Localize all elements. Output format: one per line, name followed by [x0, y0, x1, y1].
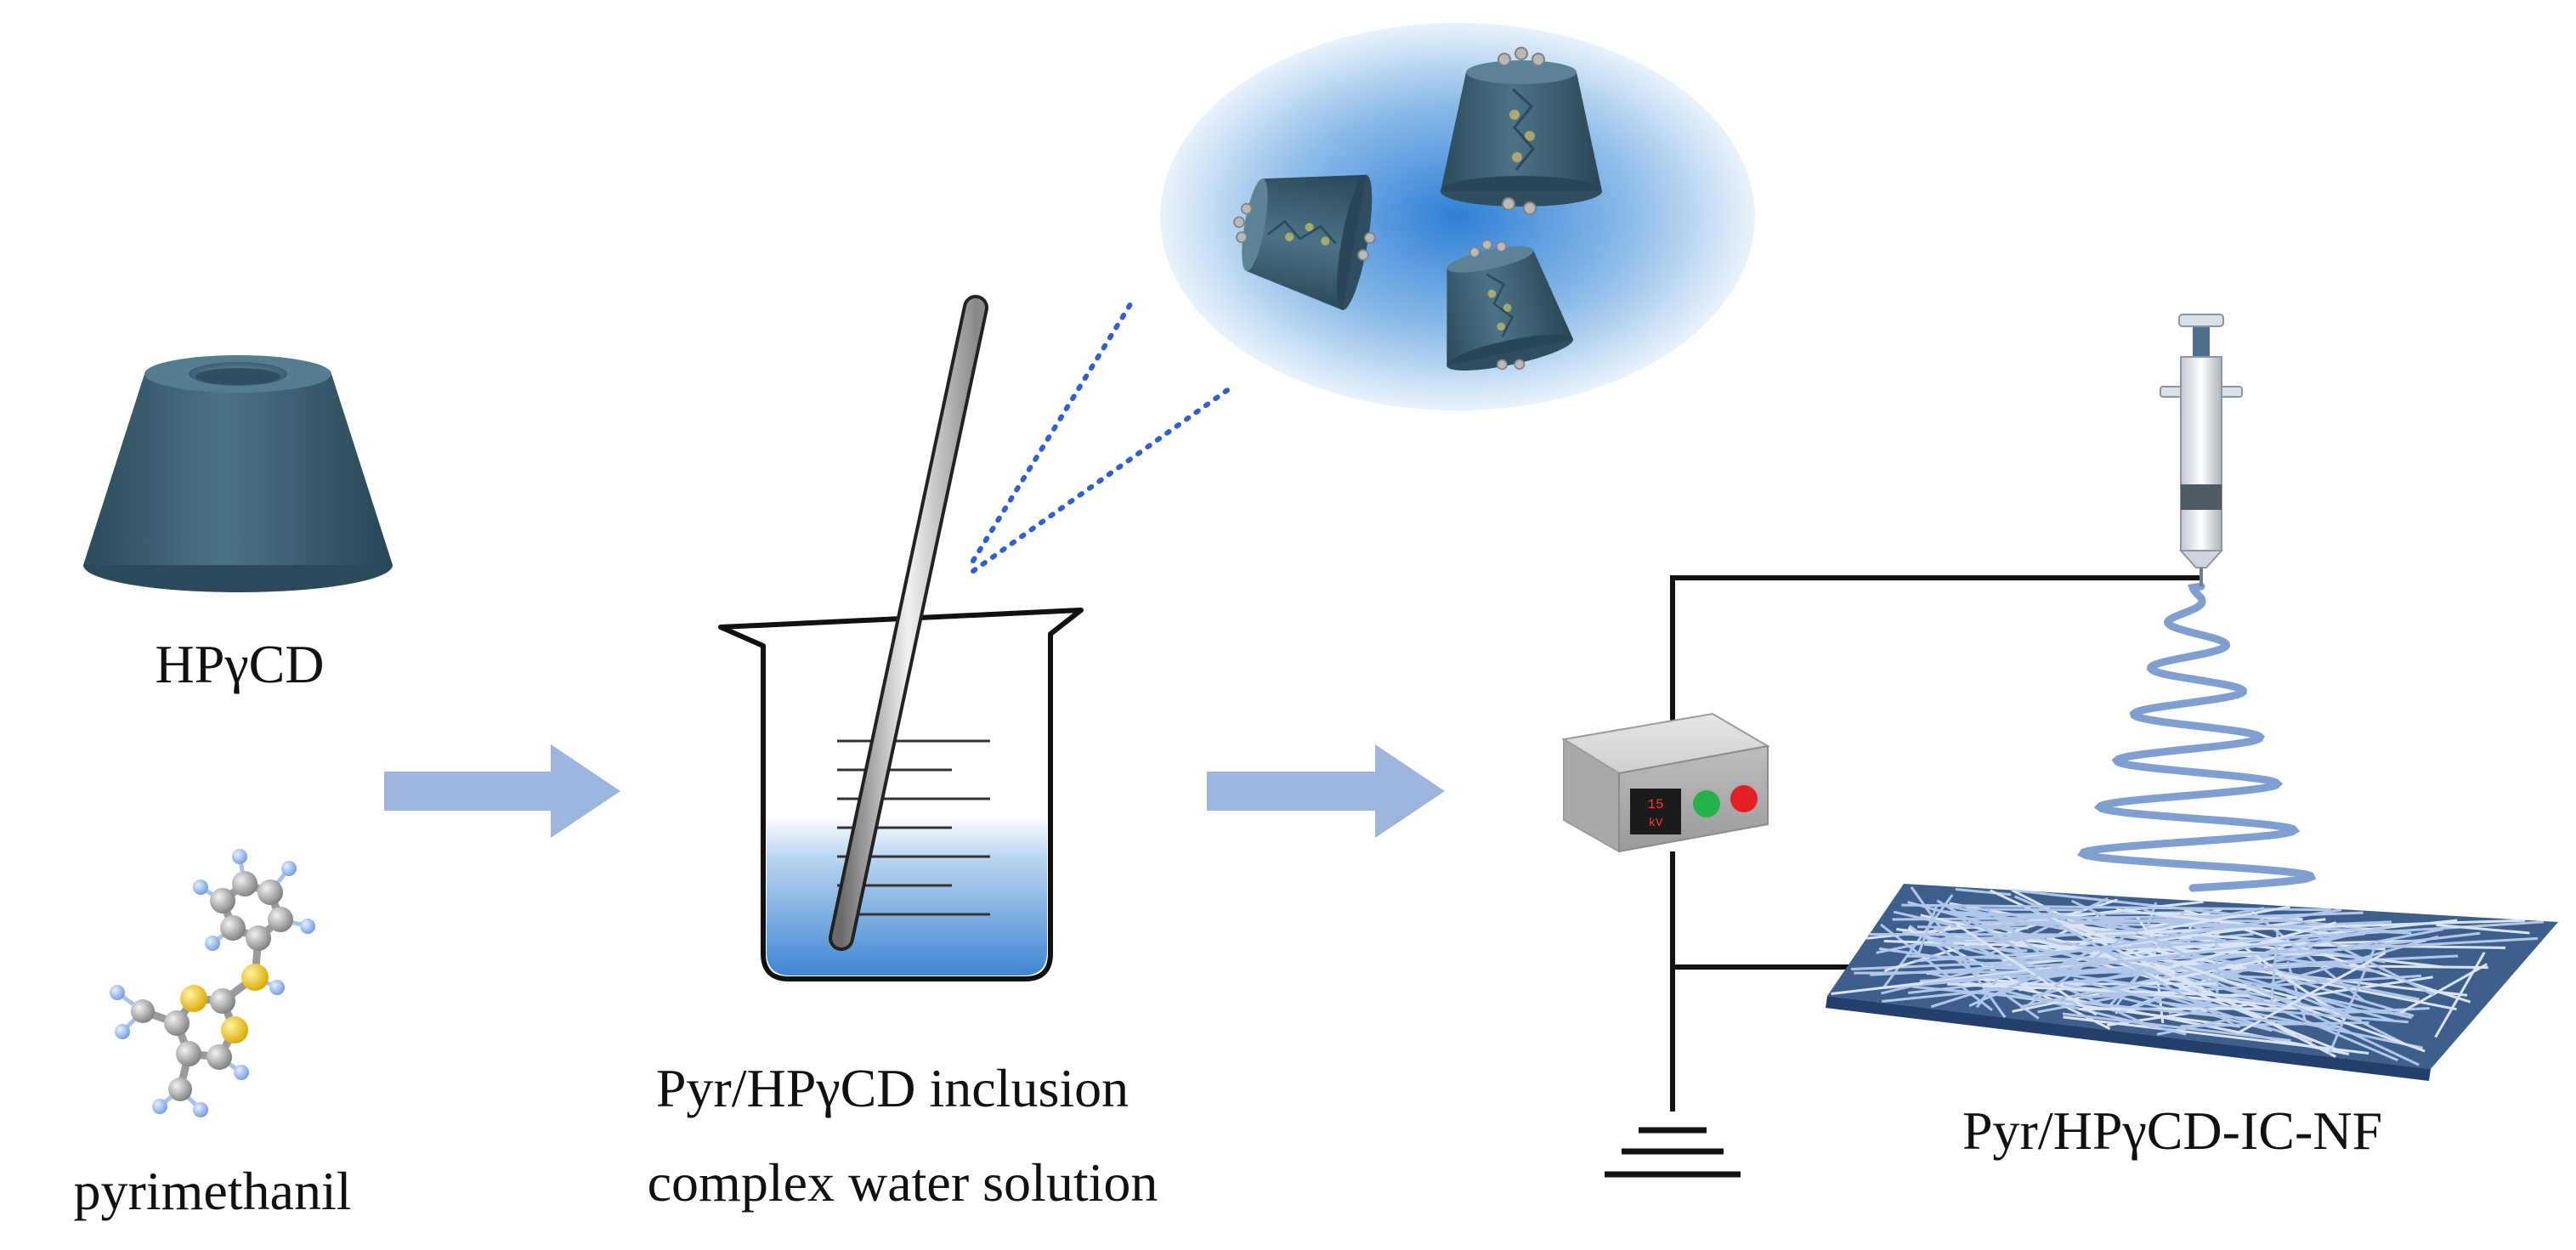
- solution-label-line-1: Pyr/HPγCD inclusion: [656, 1058, 1129, 1118]
- pyrimethanil-molecule-icon: [110, 849, 315, 1117]
- fiber-strand: [2032, 966, 2154, 998]
- fiber-strand: [2078, 1007, 2299, 1010]
- fiber-strand: [2032, 908, 2239, 1028]
- fiber-strand: [1914, 920, 2545, 963]
- fiber-strand: [1936, 899, 2024, 953]
- fiber-strand: [1923, 942, 2028, 953]
- fiber-strand: [2116, 908, 2335, 936]
- fiber-strand: [2062, 1012, 2291, 1042]
- host-label: HPγCD: [156, 634, 325, 694]
- voltage-display-value: 15: [1647, 797, 1663, 812]
- power-off-button: [1730, 785, 1758, 812]
- fiber-strand: [2212, 960, 2364, 975]
- cyclodextrin-cone-icon: [83, 355, 393, 592]
- fiber-strand: [2021, 929, 2135, 1010]
- fiber-strand: [2137, 905, 2290, 935]
- fiber-strand: [1893, 910, 1957, 928]
- fiber-strand: [2047, 912, 2116, 930]
- fiber-strand: [1983, 908, 2342, 967]
- inclusion-complex-zoom-bubble: [1160, 23, 1755, 410]
- fiber-strand: [2073, 977, 2273, 1032]
- fiber-strand: [1901, 903, 2331, 912]
- ground-icon: [1605, 1127, 1741, 1178]
- stirring-rod-icon: [829, 295, 988, 951]
- process-arrow-2-icon: [1207, 744, 1445, 838]
- product-label: Pyr/HPγCD-IC-NF: [1962, 1100, 2382, 1161]
- fiber-strand: [1956, 923, 2098, 1016]
- fiber-strand: [1962, 911, 2364, 928]
- fiber-strand: [1985, 908, 2041, 955]
- fiber-strand: [1870, 936, 2539, 976]
- fiber-strand: [1906, 954, 2071, 961]
- fiber-strand: [1922, 932, 2365, 986]
- voltage-display-unit: kV: [1649, 817, 1663, 830]
- fiber-strand: [1916, 904, 1939, 956]
- fiber-strand: [2071, 899, 2420, 1066]
- inclusion-complex-solution: [767, 816, 1047, 976]
- fiber-strand: [1966, 908, 2085, 912]
- high-voltage-power-supply: 15 kV: [1561, 712, 1770, 853]
- fiber-strand: [1879, 923, 1993, 1011]
- voltage-display: [1630, 789, 1681, 834]
- fiber-strand: [1920, 913, 2175, 973]
- syringe-icon: [2160, 314, 2243, 586]
- solution-label-line-2: complex water solution: [648, 1152, 1158, 1213]
- guest-label: pyrimethanil: [73, 1161, 351, 1221]
- electrospinning-jet: [2077, 582, 2317, 892]
- fiber-strand: [1968, 946, 2100, 1008]
- fiber-strand: [2399, 963, 2488, 1015]
- fiber-strand: [2434, 952, 2486, 1038]
- fiber-strand: [1950, 910, 2412, 935]
- nanofiber-mat: [1826, 884, 2558, 1081]
- fiber-strand: [2118, 964, 2261, 1014]
- power-on-button: [1693, 790, 1720, 817]
- fiber-strand: [1955, 888, 2012, 896]
- fiber-strand: [1911, 985, 2339, 1029]
- fiber-strand: [2436, 924, 2530, 935]
- fiber-strand: [2274, 928, 2443, 963]
- fiber-strand: [2037, 912, 2426, 1053]
- zoom-lines: [971, 295, 1235, 574]
- process-arrow-1-icon: [384, 744, 620, 838]
